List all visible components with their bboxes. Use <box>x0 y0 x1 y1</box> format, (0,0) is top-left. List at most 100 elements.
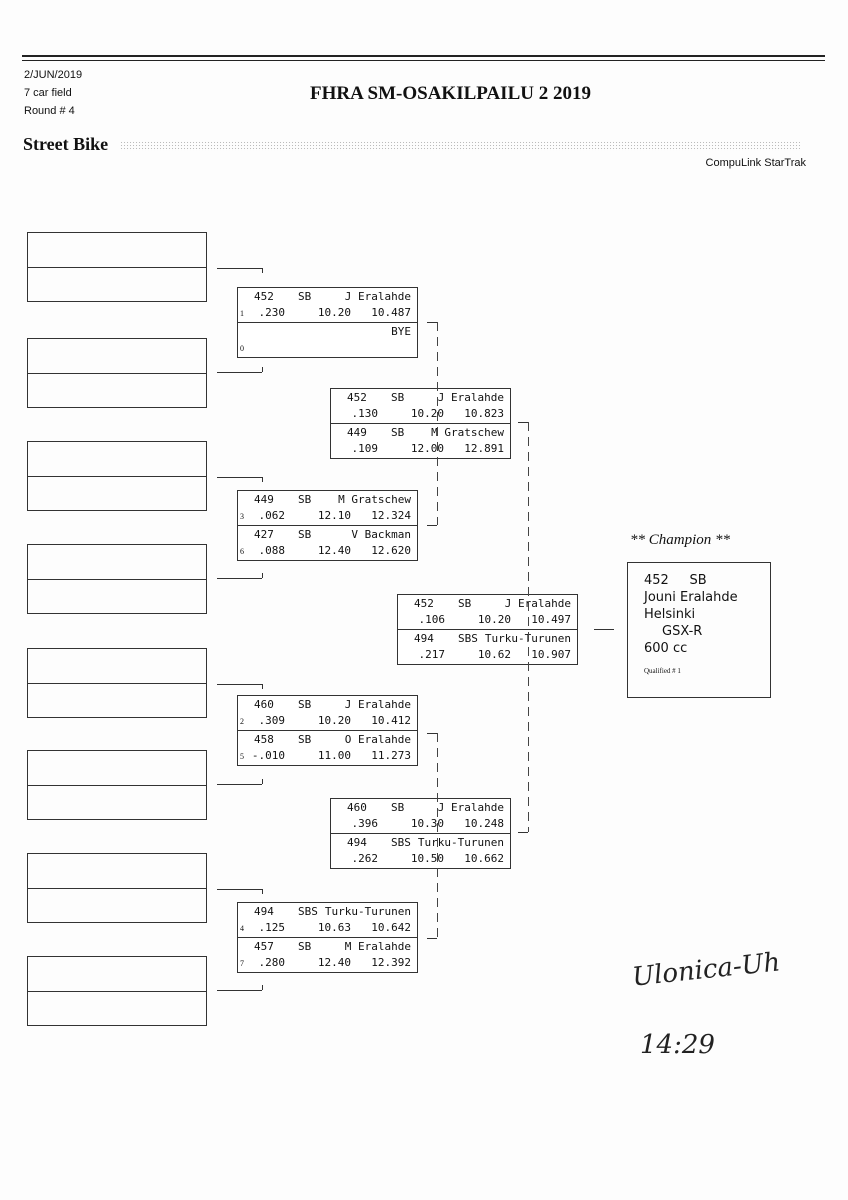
elapsed-time: 10.662 <box>464 852 504 865</box>
connector-line <box>217 477 262 478</box>
match-box: 452 SB J Eralahde 1 .230 10.20 10.487 BY… <box>237 287 418 358</box>
connector-tick <box>262 367 263 372</box>
reaction-time: .309 <box>258 714 286 727</box>
champion-label: ** Champion ** <box>630 532 731 548</box>
reaction-time: .396 <box>351 817 379 830</box>
seed-number: 1 <box>240 309 244 318</box>
racer-number: 449 <box>347 426 367 439</box>
final-connector <box>594 629 614 630</box>
elapsed-time: 10.248 <box>464 817 504 830</box>
elapsed-time: 12.620 <box>371 544 411 557</box>
seed-number: 4 <box>240 924 244 933</box>
round-number: Round # 4 <box>24 105 75 117</box>
elapsed-time: 10.642 <box>371 921 411 934</box>
empty-entry-box <box>27 232 207 302</box>
match-box: 494 SBS Turku-Turunen 4 .125 10.63 10.64… <box>237 902 418 973</box>
racer-class: SB <box>298 940 312 953</box>
connector-line <box>217 684 262 685</box>
connector-line <box>427 525 437 526</box>
dial-in: 12.10 <box>317 509 351 522</box>
software-credit: CompuLink StarTrak <box>705 157 806 169</box>
champion-name: Jouni Eralahde <box>644 590 738 605</box>
match-slot: 427 SB V Backman 6 .088 12.40 12.620 <box>238 525 417 560</box>
class-title: Street Bike <box>23 134 109 154</box>
reaction-time: .062 <box>258 509 286 522</box>
racer-class: SB <box>298 733 312 746</box>
match-slot: 494 SBS Turku-Turunen .217 10.62 10.907 <box>398 629 577 664</box>
dashed-connector <box>528 422 529 832</box>
racer-number: 449 <box>254 493 274 506</box>
seed-number: 6 <box>240 547 244 556</box>
racer-class: SB <box>458 597 472 610</box>
dial-in: 12.40 <box>317 956 351 969</box>
seed-number: 7 <box>240 959 244 968</box>
dial-in: 12.40 <box>317 544 351 557</box>
racer-number: 452 <box>254 290 274 303</box>
match-box: 460 SB J Eralahde .396 10.30 10.248 494 … <box>330 798 511 869</box>
racer-class: SB <box>298 290 312 303</box>
champion-engine: 600 cc <box>644 641 688 656</box>
champion-number-class: 452 SB <box>644 573 707 588</box>
elapsed-time: 12.324 <box>371 509 411 522</box>
match-slot: BYE 0 <box>238 322 417 357</box>
racer-name: Turku-Turunen <box>485 632 571 645</box>
racer-name: Turku-Turunen <box>324 905 411 918</box>
match-box: 452 SB J Eralahde .130 10.20 10.823 449 … <box>330 388 511 459</box>
racer-name: V Backman <box>351 528 411 541</box>
dial-in: 12.00 <box>410 442 444 455</box>
connector-line <box>217 889 262 890</box>
racer-class: SB <box>391 801 405 814</box>
dial-in: 10.63 <box>317 921 351 934</box>
racer-name: M Gratschew <box>431 426 504 439</box>
dashed-connector <box>437 733 438 938</box>
racer-class: SB <box>391 426 405 439</box>
reaction-time: .125 <box>258 921 286 934</box>
handwritten-signature: Ulonica-Uh <box>630 947 782 993</box>
dial-in: 10.20 <box>477 613 511 626</box>
reaction-time: .130 <box>351 407 379 420</box>
reaction-time: .217 <box>418 648 446 661</box>
racer-number: 452 <box>414 597 434 610</box>
match-slot: 460 SB J Eralahde 2 .309 10.20 10.412 <box>238 696 417 730</box>
racer-class: SBS <box>458 632 478 645</box>
racer-number: 494 <box>414 632 434 645</box>
racer-name: J Eralahde <box>344 698 411 711</box>
empty-entry-box <box>27 648 207 718</box>
reaction-time: .262 <box>351 852 379 865</box>
racer-name: M Gratschew <box>338 493 411 506</box>
connector-tick <box>262 779 263 784</box>
match-slot: 494 SBS Turku-Turunen 4 .125 10.63 10.64… <box>238 903 417 937</box>
racer-name: J Eralahde <box>504 597 571 610</box>
racer-number: 460 <box>254 698 274 711</box>
racer-class: SBS <box>391 836 411 849</box>
match-slot: 494 SBS Turku-Turunen .262 10.50 10.662 <box>331 833 510 868</box>
reaction-time: .106 <box>418 613 446 626</box>
connector-line <box>217 990 262 991</box>
dial-in: 10.20 <box>317 306 351 319</box>
racer-number: 457 <box>254 940 274 953</box>
racer-name: J Eralahde <box>344 290 411 303</box>
connector-tick <box>262 268 263 273</box>
elapsed-time: 10.412 <box>371 714 411 727</box>
match-slot: 452 SB J Eralahde .106 10.20 10.497 <box>398 595 577 629</box>
racer-class: SB <box>298 493 312 506</box>
reaction-time: .088 <box>258 544 286 557</box>
match-slot: 449 SB M Gratschew .109 12.00 12.891 <box>331 423 510 458</box>
seed-number: 5 <box>240 752 244 761</box>
empty-entry-box <box>27 544 207 614</box>
racer-number: 452 <box>347 391 367 404</box>
racer-class: SB <box>298 528 312 541</box>
match-slot: 460 SB J Eralahde .396 10.30 10.248 <box>331 799 510 833</box>
seed-number: 3 <box>240 512 244 521</box>
match-box: 452 SB J Eralahde .106 10.20 10.497 494 … <box>397 594 578 665</box>
racer-name: Turku-Turunen <box>417 836 504 849</box>
match-slot: 452 SB J Eralahde .130 10.20 10.823 <box>331 389 510 423</box>
match-box: 449 SB M Gratschew 3 .062 12.10 12.324 4… <box>237 490 418 561</box>
match-box: 460 SB J Eralahde 2 .309 10.20 10.412 45… <box>237 695 418 766</box>
champion-bike: GSX-R <box>662 624 703 639</box>
racer-number: 494 <box>254 905 274 918</box>
connector-line <box>427 733 437 734</box>
champion-box: 452 SB Jouni Eralahde Helsinki GSX-R 600… <box>627 562 771 698</box>
elapsed-time: 10.907 <box>531 648 571 661</box>
